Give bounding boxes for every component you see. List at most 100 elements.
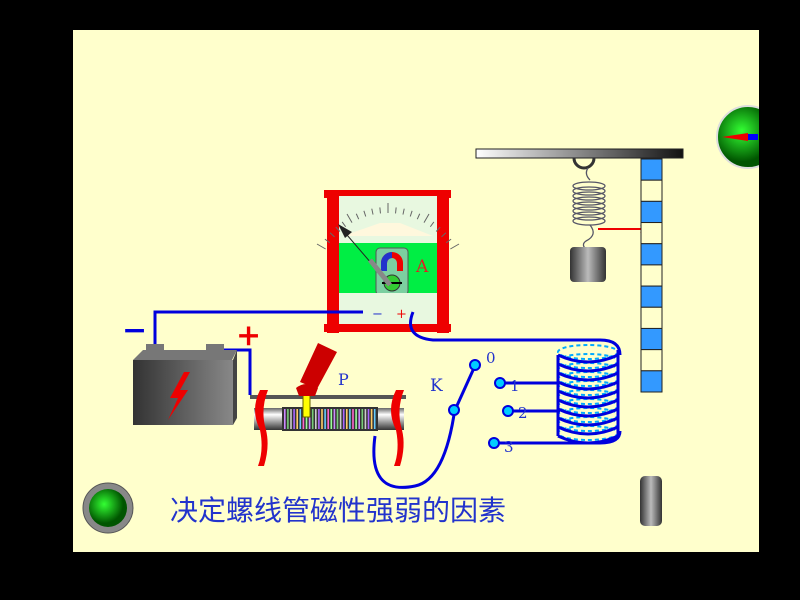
ruler-segment xyxy=(640,264,663,287)
scale-tick xyxy=(416,213,421,220)
ammeter-plus-label: + xyxy=(396,307,407,322)
rheostat xyxy=(250,343,406,466)
winding-wire xyxy=(361,409,364,429)
ruler-segment xyxy=(640,158,663,181)
coil-turn xyxy=(557,416,619,427)
winding-wire xyxy=(287,409,289,429)
winding-wire xyxy=(305,409,308,429)
green-round-button[interactable] xyxy=(82,482,134,534)
winding-wire xyxy=(330,409,333,429)
page-title: 决定螺线管磁性强弱的因素 xyxy=(170,494,506,527)
winding-wire xyxy=(367,409,370,429)
winding-wire xyxy=(364,409,367,429)
winding-wire xyxy=(355,409,357,429)
winding-wire xyxy=(311,409,314,429)
winding-wire xyxy=(339,409,342,429)
winding-wire xyxy=(336,409,339,429)
scale-tick xyxy=(335,226,341,232)
switch-label: K xyxy=(430,376,443,396)
winding-wire xyxy=(302,409,305,429)
winding-wire xyxy=(327,409,329,429)
scale-tick xyxy=(435,226,441,232)
solenoid-coil xyxy=(556,344,620,445)
winding-wire xyxy=(290,409,292,429)
lightning-icon xyxy=(168,372,190,420)
scale-tick xyxy=(450,243,460,250)
switch[interactable] xyxy=(448,359,514,449)
winding-wire xyxy=(333,409,336,429)
ammeter: A − + xyxy=(316,190,460,333)
ruler-segment xyxy=(640,200,663,224)
support-beam xyxy=(475,148,684,159)
ruler-segment xyxy=(640,370,663,393)
weight xyxy=(570,247,606,282)
ruler-segment xyxy=(640,222,663,245)
winding-wire xyxy=(349,409,351,429)
scale-tick xyxy=(423,213,430,223)
wires xyxy=(153,310,622,489)
ruler-segment xyxy=(640,285,663,308)
winding-wire xyxy=(284,409,286,429)
position-label-1: 1 xyxy=(510,377,520,395)
scale-tick xyxy=(429,221,435,228)
switch-contact-1 xyxy=(494,377,506,389)
ammeter-minus-label: − xyxy=(372,307,383,322)
switch-contact-2 xyxy=(502,405,514,417)
compass-needle-red-icon xyxy=(722,133,748,141)
scale-tick xyxy=(329,232,335,238)
battery-plus-label: + xyxy=(236,318,261,353)
compass-needle-blue-icon xyxy=(748,134,758,140)
scale-tick xyxy=(371,208,374,215)
scale-tick xyxy=(409,210,413,217)
ruler-segment xyxy=(640,243,663,266)
coil-turn xyxy=(557,434,619,445)
hand-slider-icon[interactable] xyxy=(300,343,337,389)
scale-tick xyxy=(445,238,452,244)
scale-tick xyxy=(355,213,360,220)
winding-wire xyxy=(299,409,302,429)
coil-turn xyxy=(557,353,619,364)
switch-contact-3 xyxy=(488,437,500,449)
winding-wire xyxy=(346,409,348,429)
iron-core-button[interactable] xyxy=(640,476,662,526)
ruler-scale xyxy=(640,158,663,393)
scale-tick xyxy=(379,207,381,214)
winding-wire xyxy=(315,409,317,429)
scale-tick xyxy=(402,208,405,215)
coil-turn xyxy=(557,407,619,418)
coil-turn xyxy=(557,389,619,400)
winding-wire xyxy=(370,409,373,429)
ruler-segment xyxy=(640,306,663,329)
winding-wire xyxy=(321,409,323,429)
hook-icon xyxy=(572,157,596,170)
position-label-0: 0 xyxy=(486,349,496,367)
spring xyxy=(572,167,606,252)
position-label-3: 3 xyxy=(504,438,514,456)
winding-wire xyxy=(324,409,326,429)
winding-wire xyxy=(308,409,311,429)
scale-tick xyxy=(441,232,447,238)
coil-turn xyxy=(557,380,619,391)
battery xyxy=(133,344,237,425)
coil-turn xyxy=(557,398,619,409)
ruler-segment xyxy=(640,179,663,202)
winding-wire xyxy=(318,409,320,429)
ruler-segment xyxy=(640,327,663,351)
ammeter-unit-label: A xyxy=(415,257,429,277)
scale-tick xyxy=(363,210,367,217)
scale-tick xyxy=(324,238,331,244)
coil-turn xyxy=(557,362,619,373)
slider-label: P xyxy=(338,370,349,389)
winding-wire xyxy=(342,409,345,429)
scale-tick xyxy=(346,213,353,223)
battery-minus-label: − xyxy=(122,313,147,348)
winding-wire xyxy=(358,409,360,429)
winding-wire xyxy=(296,409,298,429)
coil-turn xyxy=(557,371,619,382)
winding-wire xyxy=(352,409,354,429)
coil-turn xyxy=(557,425,619,436)
position-label-2: 2 xyxy=(518,404,528,422)
winding-wire xyxy=(373,409,376,429)
scale-tick xyxy=(341,221,347,228)
